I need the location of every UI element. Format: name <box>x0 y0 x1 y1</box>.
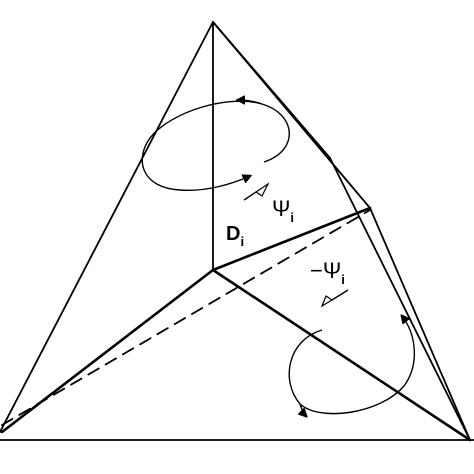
edge-right-inner-to-bottom-right <box>329 157 471 441</box>
neg-psi-direction-arrow <box>320 289 349 308</box>
edge-left-outer <box>0 21 214 433</box>
upper-rotation-start <box>238 100 263 105</box>
label-neg-psi: −Ψi <box>310 258 345 287</box>
edge-hidden-dashed <box>1 209 371 426</box>
edge-center-to-bottom-left <box>0 268 215 434</box>
lower-rotation-start <box>300 403 306 416</box>
edge-top-to-right-mid <box>212 21 331 159</box>
upper-rotation-loop <box>141 100 290 192</box>
edge-center-to-bottom-right <box>211 268 472 442</box>
edge-right-vertex-to-bottom-right <box>369 207 471 441</box>
edge-center-to-right-vertex <box>211 206 372 272</box>
label-psi: Ψi <box>272 196 294 225</box>
psi-direction-arrow <box>243 182 270 201</box>
label-d: Di <box>226 223 244 249</box>
lower-rotation-loop <box>288 316 416 415</box>
